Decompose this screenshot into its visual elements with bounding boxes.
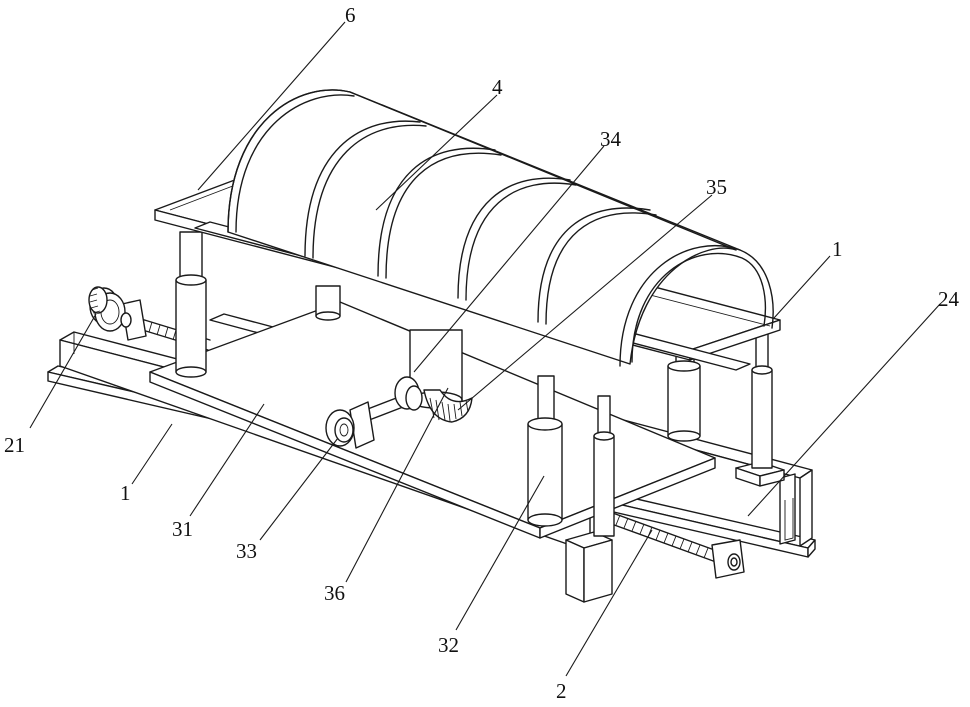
label-2: 2 xyxy=(556,679,567,703)
label-1-left: 1 xyxy=(120,481,131,505)
leader-lines xyxy=(30,22,940,676)
label-33: 33 xyxy=(236,539,257,563)
label-4: 4 xyxy=(492,75,503,99)
drive-motor xyxy=(89,287,146,340)
front-slide-block xyxy=(566,532,612,602)
label-32: 32 xyxy=(438,633,459,657)
label-21: 21 xyxy=(4,433,25,457)
label-34: 34 xyxy=(600,127,622,151)
label-6: 6 xyxy=(345,3,356,27)
label-36: 36 xyxy=(324,581,345,605)
label-1-right: 1 xyxy=(832,237,843,261)
label-31: 31 xyxy=(172,517,193,541)
label-24: 24 xyxy=(938,287,960,311)
label-35: 35 xyxy=(706,175,727,199)
